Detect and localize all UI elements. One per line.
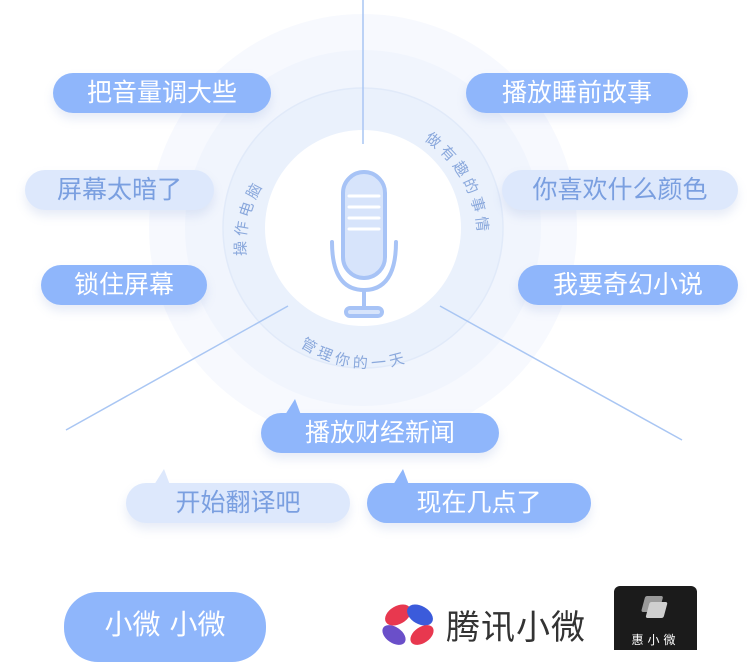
hui-xiaowei-app-icon: 惠小微 <box>614 586 697 650</box>
suggestion-fantasy-novel[interactable]: 我要奇幻小说 <box>518 265 738 305</box>
suggestion-favorite-color[interactable]: 你喜欢什么颜色 <box>502 170 738 210</box>
left-line <box>65 305 289 431</box>
suggestion-lock-screen[interactable]: 锁住屏幕 <box>41 265 207 305</box>
right-line <box>439 305 683 441</box>
suggestion-screen-dark[interactable]: 屏幕太暗了 <box>25 170 214 210</box>
bubble-tail <box>393 469 409 485</box>
suggestion-what-time[interactable]: 现在几点了 <box>367 469 591 523</box>
brand-logo: 腾讯小微 <box>380 598 586 650</box>
brand-name: 腾讯小微 <box>446 607 586 648</box>
bubble-tail <box>285 399 301 415</box>
suggestion-start-translate[interactable]: 开始翻译吧 <box>126 469 350 523</box>
bubble-tail <box>154 469 170 485</box>
microphone-icon <box>330 170 398 318</box>
suggestion-volume-up[interactable]: 把音量调大些 <box>53 73 271 113</box>
suggestion-finance-news[interactable]: 播放财经新闻 <box>261 399 499 453</box>
app-icon-label: 惠小微 <box>631 633 680 647</box>
suggestion-bedtime-story[interactable]: 播放睡前故事 <box>466 73 688 113</box>
tencent-xiaowei-logo-icon <box>382 604 434 645</box>
wake-word-button[interactable]: 小微 小微 <box>64 592 266 662</box>
